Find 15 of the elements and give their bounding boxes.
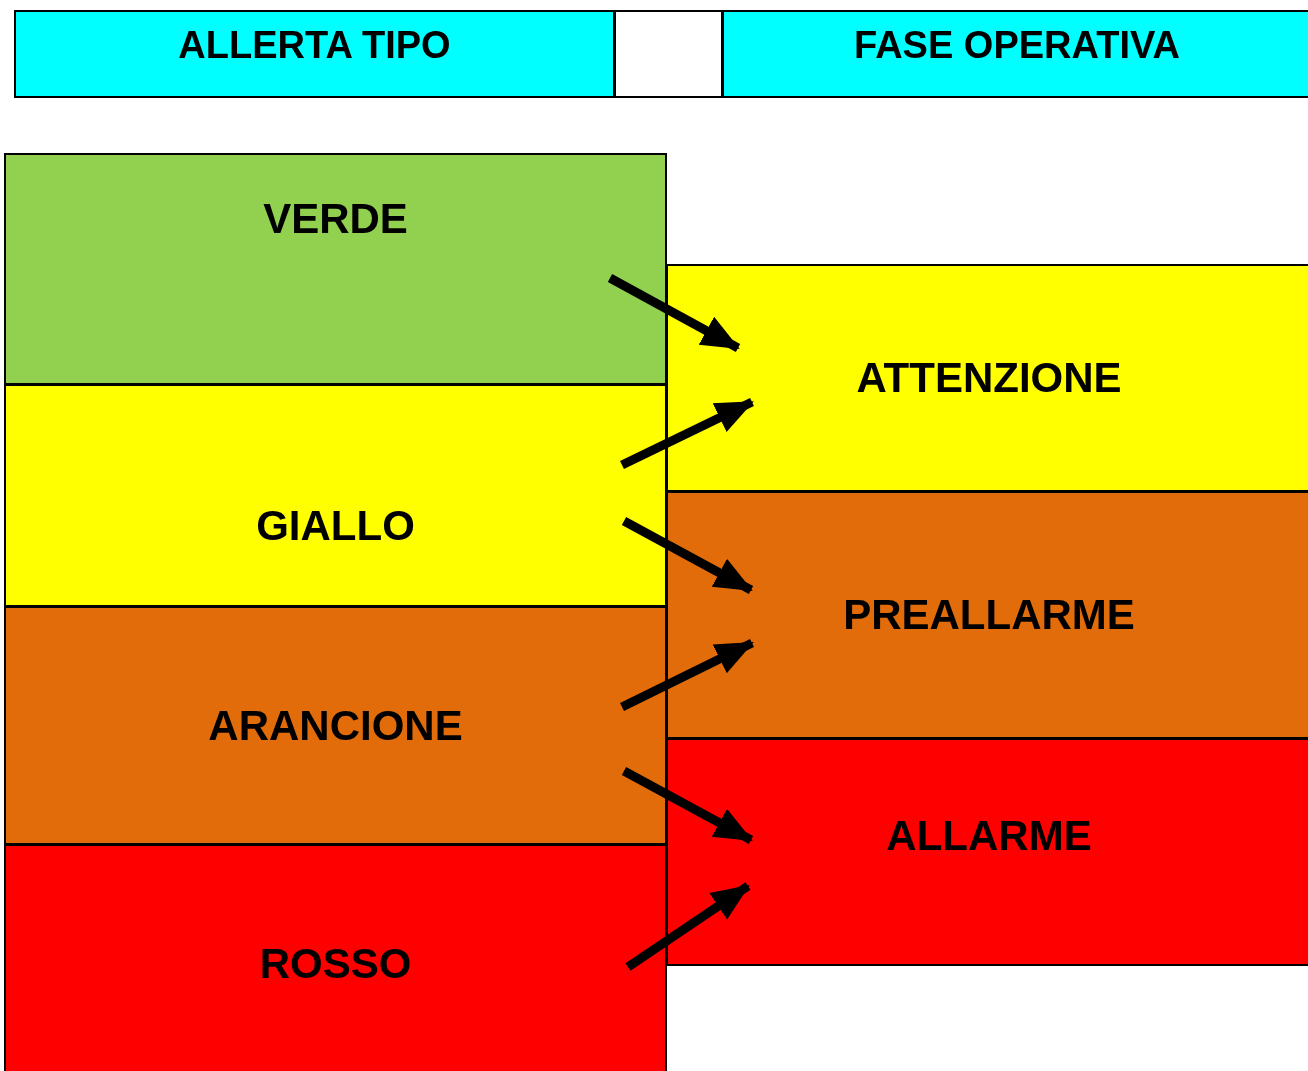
alert-level-band: GIALLO <box>4 384 667 607</box>
operative-phase-band: ALLARME <box>666 738 1308 966</box>
arrow <box>621 517 754 594</box>
arrow <box>621 767 754 844</box>
header-box: ALLERTA TIPO <box>14 10 615 98</box>
alert-level-band: ROSSO <box>4 844 667 1071</box>
arrow <box>607 274 741 352</box>
alert-level-band: VERDE <box>4 153 667 385</box>
header-box: FASE OPERATIVA <box>722 10 1308 98</box>
operative-phase-band: PREALLARME <box>666 491 1308 739</box>
alert-level-band: ARANCIONE <box>4 606 667 845</box>
operative-phase-band: ATTENZIONE <box>666 264 1308 492</box>
arrow <box>620 638 754 712</box>
arrow <box>620 397 754 470</box>
arrow <box>625 882 751 971</box>
